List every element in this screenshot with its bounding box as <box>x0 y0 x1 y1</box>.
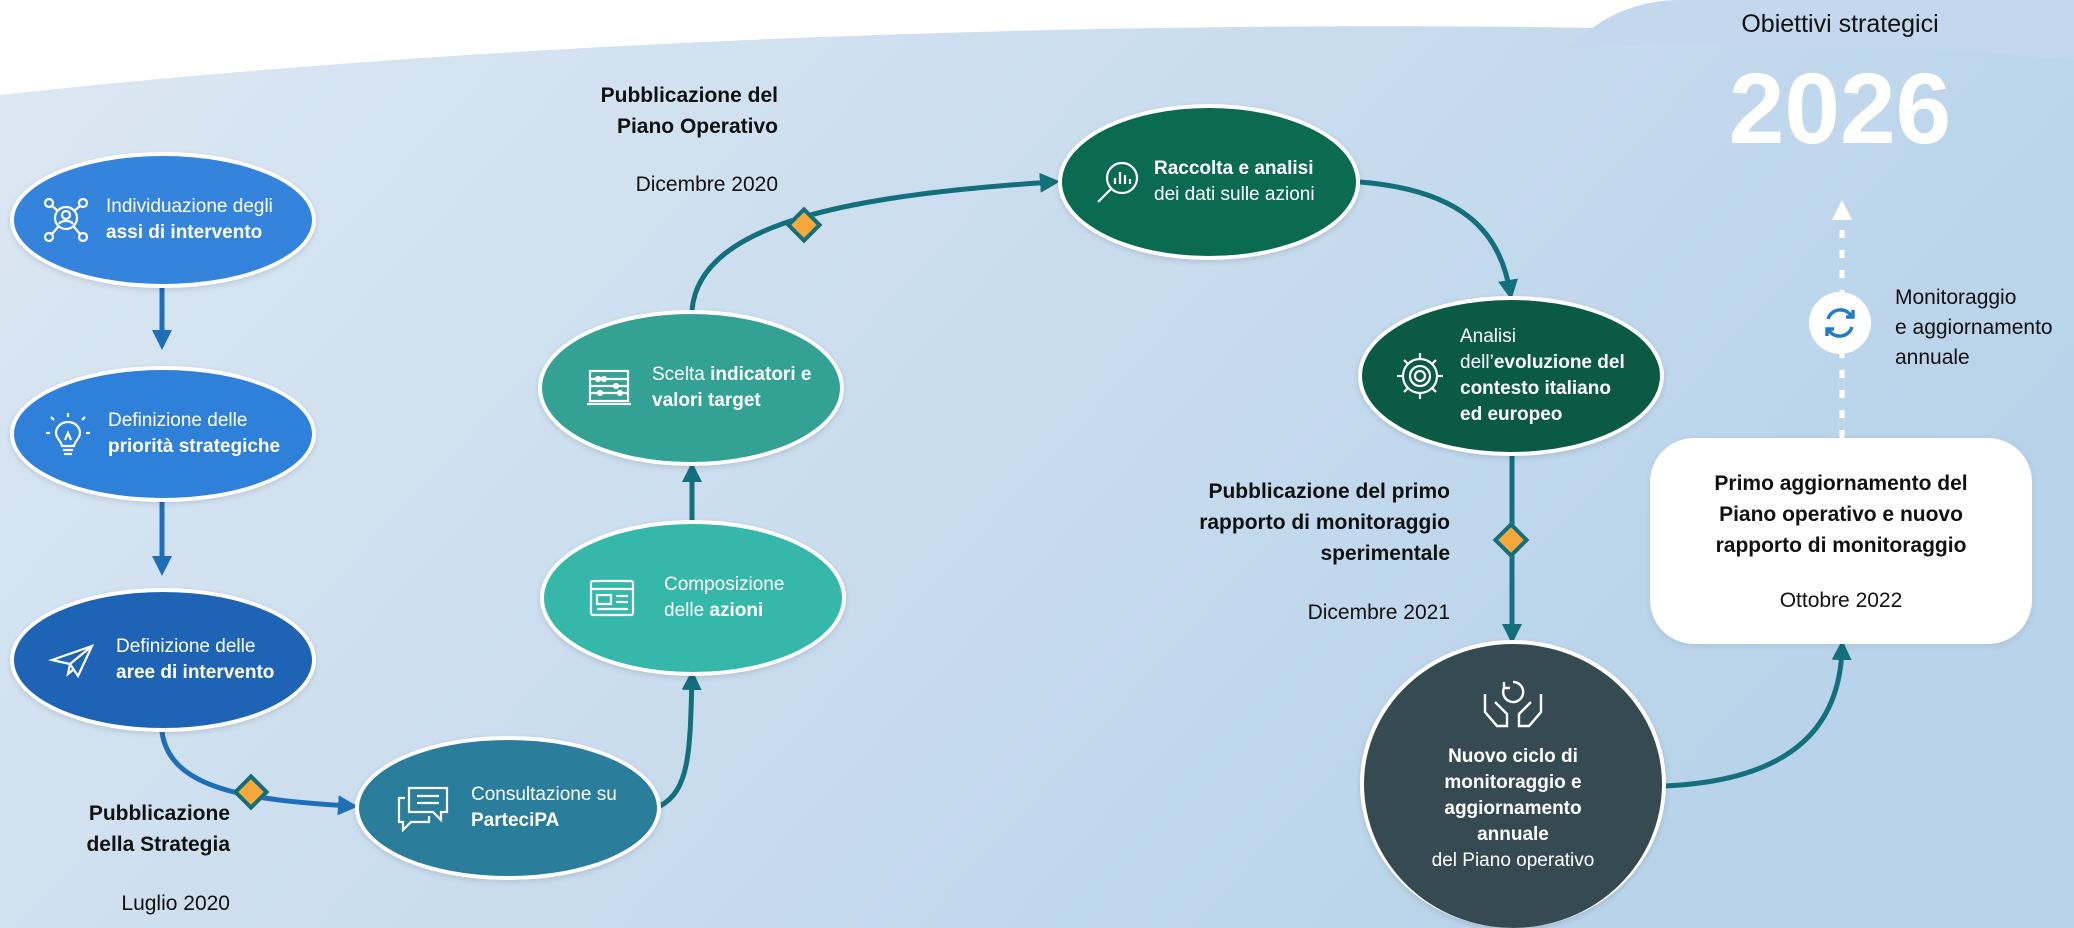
node-ciclo-bold3: aggiornamento <box>1444 798 1582 819</box>
milestone-rapporto-title1: Pubblicazione del primo <box>1208 480 1450 503</box>
milestone-strategia-title2: della Strategia <box>86 833 230 856</box>
milestone-rapporto-date: Dicembre 2021 <box>1307 601 1450 624</box>
chat-bubbles-icon <box>395 784 451 832</box>
node-priorita-bold: priorità strategiche <box>108 436 281 457</box>
node-analisi-bold3: ed europeo <box>1460 404 1563 425</box>
monitoring-line1: Monitoraggio <box>1895 286 2017 309</box>
final-box-title2: Piano operativo e nuovo <box>1719 503 1963 526</box>
node-composizione-prefix: delle <box>664 600 710 621</box>
milestone-strategia-title1: Pubblicazione <box>88 802 230 825</box>
final-update-box: Primo aggiornamento del Piano operativo … <box>1650 438 2032 644</box>
node-raccolta-bold: Raccolta e analisi <box>1154 158 1314 179</box>
node-ciclo-bold2: monitoraggio e <box>1444 772 1582 793</box>
node-analisi-prefix: dell’ <box>1460 352 1494 373</box>
node-priorita-line1: Definizione delle <box>108 410 248 431</box>
node-raccolta-analisi: Raccolta e analisi dei dati sulle azioni <box>1058 104 1360 260</box>
node-consultazione: Consultazione su ParteciPA <box>355 736 661 880</box>
node-priorita-strategiche: Definizione delle priorità strategiche <box>10 366 316 502</box>
node-ciclo-bold1: Nuovo ciclo di <box>1448 746 1578 767</box>
final-box-title1: Primo aggiornamento del <box>1714 472 1968 495</box>
milestone-strategia-date: Luglio 2020 <box>121 892 230 915</box>
node-aree-bold: aree di intervento <box>116 662 275 683</box>
milestone-rapporto-title3: sperimentale <box>1320 542 1450 565</box>
node-assi-bold: assi di intervento <box>106 222 263 243</box>
hands-refresh-icon <box>1481 674 1545 734</box>
abacus-icon <box>586 368 632 408</box>
node-composizione-azioni: Composizione delle azioni <box>540 520 846 676</box>
milestone-piano-label: Pubblicazione del Piano Operativo <box>520 80 778 142</box>
milestone-piano-date: Dicembre 2020 <box>635 173 778 196</box>
final-box-title3: rapporto di monitoraggio <box>1715 534 1967 557</box>
node-aree-line1: Definizione delle <box>116 636 256 657</box>
node-nuovo-ciclo: Nuovo ciclo di monitoraggio e aggiorname… <box>1360 640 1666 928</box>
node-scelta-prefix: Scelta <box>652 364 711 385</box>
node-composizione-line1: Composizione <box>664 574 785 595</box>
final-box-date: Ottobre 2022 <box>1779 589 1903 612</box>
objective-year: 2026 <box>1728 53 1952 165</box>
people-network-icon <box>40 194 92 246</box>
node-scelta-indicatori: Scelta indicatori e valori target <box>538 310 844 466</box>
node-consultazione-line1: Consultazione su <box>471 784 617 805</box>
node-scelta-bold2: valori target <box>652 390 761 411</box>
node-ciclo-bold4: annuale <box>1477 824 1549 845</box>
milestone-piano-title1: Pubblicazione del <box>600 84 778 107</box>
lightbulb-icon <box>44 410 92 458</box>
node-raccolta-line2: dei dati sulle azioni <box>1154 184 1315 205</box>
node-scelta-bold1: indicatori e <box>710 364 812 385</box>
milestone-rapporto-title2: rapporto di monitoraggio <box>1199 511 1450 534</box>
milestone-strategia-label: Pubblicazione della Strategia <box>60 798 230 860</box>
node-assi-intervento: Individuazione degli assi di intervento <box>10 152 316 288</box>
node-aree-intervento: Definizione delle aree di intervento <box>10 588 316 732</box>
dashboard-window-icon <box>588 578 636 618</box>
objective-title: Obiettivi strategici <box>1741 10 1939 38</box>
node-analisi-contesto: Analisi dell’evoluzione del contesto itali… <box>1358 296 1664 456</box>
monitoring-line3: annuale <box>1895 346 1970 369</box>
paper-plane-icon <box>48 636 96 684</box>
node-composizione-bold: azioni <box>709 600 764 621</box>
magnifier-chart-icon <box>1094 158 1142 206</box>
milestone-rapporto-label: Pubblicazione del primo rapporto di moni… <box>1130 476 1450 569</box>
node-consultazione-bold: ParteciPA <box>471 810 560 831</box>
node-assi-line1: Individuazione degli <box>106 196 273 217</box>
node-analisi-line1: Analisi <box>1460 326 1516 347</box>
monitoring-label: Monitoraggio e aggiornamento annuale <box>1895 283 2053 373</box>
monitoring-line2: e aggiornamento <box>1895 316 2053 339</box>
milestone-piano-title2: Piano Operativo <box>616 115 778 138</box>
node-ciclo-line: del Piano operativo <box>1431 850 1595 871</box>
gear-icon <box>1394 350 1446 402</box>
node-analisi-bold2: contesto italiano <box>1460 378 1611 399</box>
refresh-icon <box>1809 292 1871 354</box>
node-analisi-bold1: evoluzione del <box>1493 352 1625 373</box>
